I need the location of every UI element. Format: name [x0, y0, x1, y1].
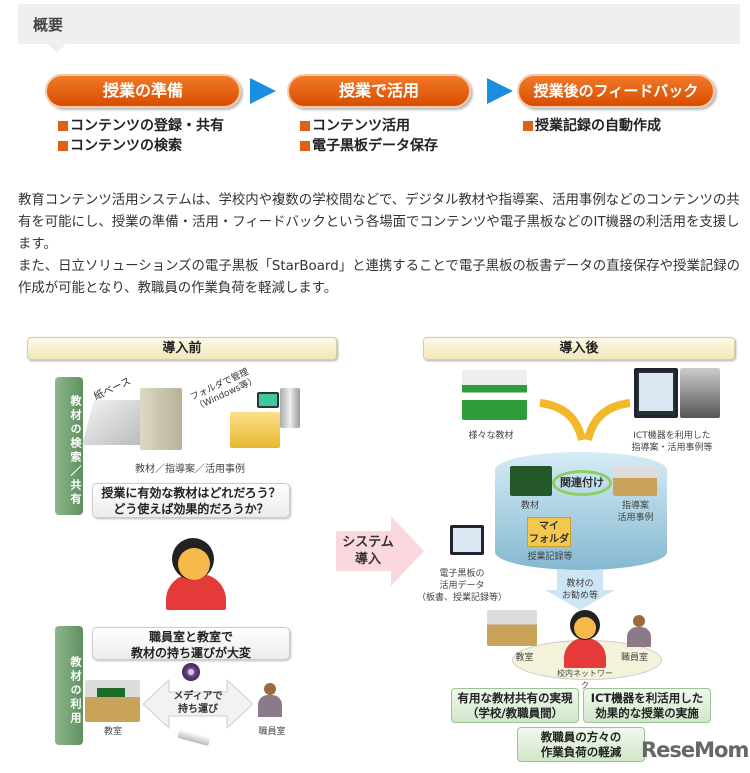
down-arrow-icon	[545, 570, 615, 610]
paper-label: 紙ベース	[92, 375, 133, 403]
benefit-ict: ICT機器を利活用した効果的な授業の実施	[583, 688, 711, 723]
plans-label: 指導案活用事例	[617, 501, 654, 523]
whiteboard-data-label: 電子黒板の活用データ（板書、授業記録等）	[416, 569, 507, 603]
server-icon	[280, 388, 300, 428]
list-item: コンテンツの検索	[58, 136, 224, 156]
worried-teacher-icon	[158, 538, 230, 610]
label-use: 教材の利用	[55, 626, 83, 745]
classroom-icon	[85, 680, 140, 722]
media-label: メディアで持ち運び	[173, 691, 223, 715]
material-thumbnail	[510, 466, 552, 496]
question-box: 授業に有効な教材はどれだろう？どう使えば効果的だろうか？	[92, 483, 290, 518]
usb-icon	[177, 729, 211, 746]
description-paragraph: また、日立ソリューションズの電子黒板「StarBoard」と連携することで電子黒…	[18, 259, 741, 296]
materials-caption: 教材／指導案／活用事例	[135, 464, 245, 475]
whiteboard-icon	[450, 525, 484, 555]
list-item: コンテンツの登録・共有	[58, 116, 224, 136]
various-materials-label: 様々な教材	[468, 431, 514, 441]
section-title: 概要	[33, 16, 64, 34]
flow-items-prepare: コンテンツの登録・共有 コンテンツの検索	[58, 116, 224, 156]
problem-box: 職員室と教室で教材の持ち運びが大変	[92, 627, 290, 660]
monitor-icon	[257, 392, 279, 408]
link-label: 関連付け	[552, 470, 612, 496]
merge-arrows-icon	[539, 399, 631, 441]
recommend-label: 教材のお勧め等	[561, 579, 598, 601]
happy-teacher-icon	[560, 610, 610, 668]
benefit-sharing: 有用な教材共有の実現（学校/教職員間）	[451, 688, 579, 723]
records-label: 授業記録等	[527, 552, 573, 562]
flow-step-prepare: 授業の準備	[45, 74, 241, 108]
ict-label: ICT機器を利用した指導案・活用事例等	[631, 431, 713, 453]
classroom-icon	[487, 610, 537, 646]
material-label: 教材	[520, 501, 539, 511]
plan-thumbnail	[613, 466, 657, 496]
file-cabinet-icon	[140, 388, 182, 450]
staff-person-icon	[625, 615, 653, 651]
description: 教育コンテンツ活用システムは、学校内や複数の学校間などで、デジタル教材や指導案、…	[18, 190, 743, 300]
after-title: 導入後	[423, 337, 735, 360]
resemom-watermark: ReseMom	[641, 738, 749, 762]
document-camera-icon	[680, 368, 720, 418]
list-item: コンテンツ活用	[300, 116, 438, 136]
list-item: 電子黒板データ保存	[300, 136, 438, 156]
list-item: 授業記録の自動作成	[523, 116, 661, 136]
classroom-label: 教室	[103, 727, 122, 737]
system-intro-arrow	[336, 516, 424, 586]
my-folder-icon: マイフォルダ	[527, 517, 571, 547]
before-title: 導入前	[27, 337, 337, 360]
system-intro-label: システム導入	[342, 535, 394, 567]
arrow-right-icon	[250, 78, 276, 104]
label-search-share: 教材の検索／共有	[55, 377, 83, 515]
staffroom-label: 職員室	[258, 727, 286, 737]
staff-person-icon	[255, 683, 285, 723]
header-notch	[48, 44, 66, 53]
flow-step-feedback: 授業後のフィードバック	[517, 74, 715, 108]
interactive-whiteboard-icon	[634, 368, 678, 418]
folder-icon	[230, 412, 280, 448]
double-arrow-icon	[143, 678, 253, 730]
benefit-workload: 教職員の方々の作業負荷の軽減	[517, 727, 645, 762]
arrow-right-icon	[487, 78, 513, 104]
description-paragraph: 教育コンテンツ活用システムは、学校内や複数の学校間などで、デジタル教材や指導案、…	[18, 193, 740, 252]
staffroom-label: 職員室	[620, 653, 648, 663]
teaching-materials-icon	[462, 370, 527, 420]
section-header: 概要	[18, 4, 740, 44]
network-label: 校内ネットワーク	[557, 669, 613, 690]
cd-icon	[182, 663, 200, 681]
flow-items-use: コンテンツ活用 電子黒板データ保存	[300, 116, 438, 156]
flow-items-feedback: 授業記録の自動作成	[523, 116, 661, 136]
classroom-label: 教室	[515, 653, 534, 663]
flow-step-use: 授業で活用	[287, 74, 471, 108]
